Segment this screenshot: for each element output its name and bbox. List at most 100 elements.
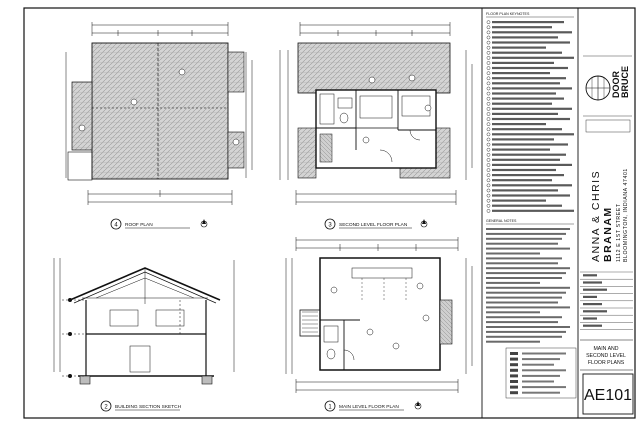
second-floor-number: 3 — [328, 223, 332, 229]
keynote-bubble — [486, 158, 491, 162]
note-text-line — [486, 311, 540, 314]
keynote-bubble — [486, 163, 491, 167]
note-text-line — [492, 128, 562, 131]
keynote-bubble — [486, 96, 491, 101]
keynote-bubble — [486, 193, 491, 198]
note-text-line — [510, 357, 518, 361]
note-text-line — [510, 385, 518, 389]
note-text-line — [522, 363, 554, 366]
keynotes-heading: FLOOR PLAN KEYNOTES — [486, 12, 530, 16]
note-text-line — [492, 82, 560, 85]
firm-name-line2: BRUCE — [620, 66, 630, 98]
note-text-line — [492, 117, 570, 121]
keynote-bubble — [486, 56, 491, 60]
note-text-line — [492, 56, 574, 59]
note-text-line — [492, 41, 570, 44]
keynote-bubble — [486, 86, 491, 91]
keynote-bubble — [486, 35, 491, 40]
firm-name-line1: DOOR — [611, 70, 621, 98]
main-floor-title: MAIN LEVEL FLOOR PLAN — [339, 404, 399, 410]
sheet-title-line3: FLOOR PLANS — [588, 360, 625, 366]
note-text-line — [486, 335, 562, 338]
note-text-line — [492, 26, 552, 29]
note-text-line — [510, 363, 518, 367]
keynote-bubble — [486, 20, 491, 25]
note-text-line — [486, 321, 558, 324]
keynote-bubble — [486, 117, 491, 121]
note-text-line — [492, 77, 566, 80]
keynote-bubble — [486, 40, 491, 45]
note-text-line — [486, 291, 566, 294]
note-text-line — [583, 274, 597, 277]
note-text-line — [492, 163, 572, 166]
keynote-bubble — [486, 51, 491, 55]
keynote-bubble — [486, 137, 491, 142]
main-floor-number: 1 — [328, 405, 332, 411]
note-text-line — [492, 123, 546, 126]
keynote-bubble — [486, 188, 491, 193]
keynote-bubble — [486, 203, 491, 208]
sheet-title-line1: MAIN AND — [593, 346, 618, 352]
note-text-line — [486, 232, 566, 235]
note-text-line — [492, 107, 572, 110]
keynote-bubble — [486, 81, 491, 86]
roof-plan-title: ROOF PLAN — [125, 222, 153, 228]
note-text-line — [492, 143, 568, 146]
note-text-line — [492, 153, 566, 156]
note-text-line — [492, 87, 572, 90]
keynote-bubble — [486, 127, 491, 132]
keynote-bubble — [486, 112, 491, 116]
keynote-bubble — [486, 107, 491, 111]
note-text-line — [510, 380, 518, 383]
note-text-line — [492, 168, 556, 172]
note-text-line — [492, 199, 546, 202]
note-text-line — [492, 72, 550, 75]
note-text-line — [522, 369, 566, 372]
note-text-line — [486, 262, 558, 265]
main-floor-plan-view: 1 MAIN LEVEL FLOOR PLAN — [285, 237, 473, 412]
keynote-bubble — [486, 147, 491, 152]
keynote-bubble — [486, 76, 491, 81]
roof-plan-number: 4 — [114, 223, 118, 229]
keynote-bubble — [486, 122, 491, 126]
note-text-line — [492, 179, 552, 182]
note-text-line — [510, 352, 518, 355]
note-text-line — [492, 174, 564, 177]
keynote-bubble — [486, 66, 491, 70]
note-text-line — [583, 317, 597, 320]
keynote-bubble — [486, 168, 491, 172]
note-text-line — [492, 209, 574, 212]
project-address-line2: BLOOMINGTON, INDIANA 47401 — [623, 168, 629, 262]
main-floor-number-bubble — [324, 400, 336, 412]
note-text-line — [492, 102, 552, 105]
note-text-line — [486, 257, 562, 260]
note-text-line — [583, 324, 602, 327]
keynote-bubble — [486, 198, 491, 203]
keynote-bubble — [486, 71, 491, 75]
note-text-line — [583, 281, 602, 284]
note-text-line — [510, 368, 518, 372]
note-text-line — [486, 252, 540, 255]
keynote-bubble — [486, 178, 491, 183]
note-text-line — [510, 374, 518, 378]
note-text-line — [522, 386, 566, 389]
roof-plan-number-bubble — [110, 218, 122, 230]
second-floor-plan-view: 3 SECOND LEVEL FLOOR PLAN — [279, 22, 473, 230]
note-text-line — [492, 92, 556, 95]
project-address-line1: 1112 E 1ST STREET — [616, 203, 622, 262]
client-name-line2: BRANAM — [602, 206, 614, 262]
note-text-line — [486, 316, 562, 319]
sheet-number-box — [582, 373, 634, 415]
note-text-line — [492, 194, 570, 197]
note-text-line — [492, 51, 562, 54]
symbol-legend — [505, 347, 577, 399]
client-name-line1: ANNA & CHRIS — [590, 170, 602, 262]
note-text-line — [510, 391, 518, 395]
note-text-line — [492, 97, 564, 100]
keynote-bubble — [486, 30, 491, 35]
note-text-line — [486, 330, 566, 333]
note-text-line — [486, 296, 562, 299]
keynote-bubble — [486, 25, 491, 30]
